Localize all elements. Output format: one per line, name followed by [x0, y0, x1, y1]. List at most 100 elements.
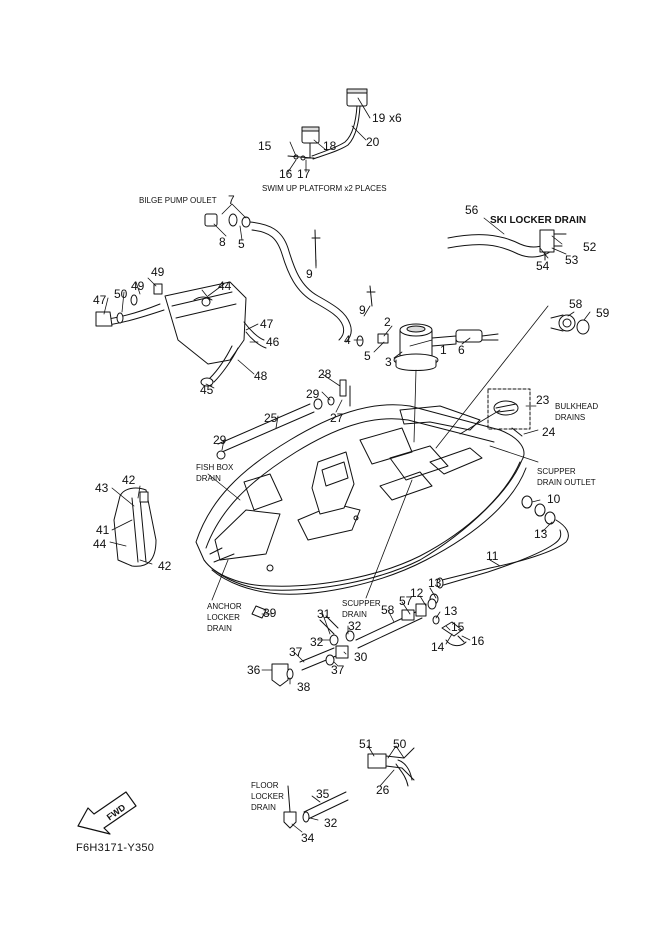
callout-50: 50: [393, 737, 407, 751]
callout-54: 54: [536, 259, 550, 273]
caption-scupper-outlet-1: SCUPPER: [537, 467, 576, 476]
callout-39: 41: [96, 523, 110, 537]
drain-cup-21: [346, 91, 368, 107]
anchor-locker-drain-assembly: [251, 605, 355, 687]
callout-20: 18: [323, 139, 337, 153]
callout-22: 20: [366, 135, 380, 149]
callout-5b: 5: [364, 349, 371, 363]
bilge-pump: [377, 323, 499, 371]
callout-6: 6: [458, 343, 465, 357]
fwd-arrow: [77, 791, 137, 835]
callout-36: 37: [289, 645, 303, 659]
callout-5a: 5: [238, 237, 245, 251]
caption-scupper-drain-1: SCUPPER: [342, 599, 381, 608]
callout-41: 42: [122, 473, 136, 487]
caption-scupper-drain-2: DRAIN: [342, 610, 367, 619]
callout-29b: 29: [213, 433, 227, 447]
caption-scupper-outlet-2: DRAIN OUTLET: [537, 478, 596, 487]
boat-hull: [195, 404, 527, 595]
callout-44: 46: [266, 335, 280, 349]
callout-29a: 29: [306, 387, 320, 401]
callout-37b: 38: [297, 680, 311, 694]
callout-19: 17: [297, 167, 311, 181]
callout-3: 3: [385, 355, 392, 369]
callout-42b: 44: [93, 537, 107, 551]
callout-8: 8: [219, 235, 226, 249]
caption-bilge-pump-outlet: BILGE PUMP OULET: [139, 196, 217, 205]
callout-28: 28: [318, 367, 332, 381]
callout-35: 36: [247, 663, 261, 677]
callout-30: 30: [354, 650, 368, 664]
callout-14: 14: [431, 640, 445, 654]
callout-13a: 13: [534, 527, 548, 541]
callout-47b: 48: [254, 369, 268, 383]
callout-26: 26: [376, 783, 390, 797]
callout-10: 10: [547, 492, 561, 506]
captions: SWIM UP PLATFORM x2 PLACES BILGE PUMP OU…: [76, 184, 598, 854]
outlet-fitting-8: [204, 213, 218, 227]
callout-9b: 9: [359, 303, 366, 317]
callout-32a: 32: [348, 619, 362, 633]
callout-49a: 49: [151, 265, 165, 279]
floor-locker-drain-assembly: [283, 785, 349, 829]
callout-16: 16: [471, 634, 485, 648]
callout-11: 11: [486, 549, 499, 563]
callout-34: 35: [316, 787, 330, 801]
callout-45: 45: [200, 383, 214, 397]
callout-59: 59: [596, 306, 610, 320]
callout-57: 58: [381, 603, 395, 617]
callout-52: 52: [583, 240, 597, 254]
callout-33: 34: [301, 831, 315, 845]
caption-fish-box-1: FISH BOX: [196, 463, 234, 472]
callout-12: 12: [410, 586, 424, 600]
caption-floor-1: FLOOR: [251, 781, 279, 790]
callout-numbers: 19 x6 20 15 18 16 17 7 8 5 9 9 2 4 5 1 3…: [93, 111, 610, 845]
callout-13b: 13: [428, 576, 442, 590]
caption-fish-box-2: DRAIN: [196, 474, 221, 483]
swim-platform-drain-assembly: [287, 88, 368, 161]
callout-24: 24: [542, 425, 556, 439]
callout-2: 2: [384, 315, 391, 329]
caption-swim-platform: SWIM UP PLATFORM x2 PLACES: [262, 184, 387, 193]
scupper-drain-outlet-assembly: [429, 495, 569, 605]
callout-17: 15: [258, 139, 272, 153]
callout-46: 47: [93, 293, 107, 307]
callout-38: 39: [263, 606, 277, 620]
caption-bulkhead-drains-1: BULKHEAD: [555, 402, 598, 411]
callout-23: 23: [536, 393, 550, 407]
callout-55: 56: [465, 203, 479, 217]
callout-43: 44: [218, 279, 232, 293]
callout-27: 27: [330, 411, 344, 425]
callout-48: 49: [131, 279, 145, 293]
caption-anchor-2: LOCKER: [207, 613, 240, 622]
callout-42a: 43: [95, 481, 109, 495]
callout-7: 7: [228, 193, 235, 207]
fish-box-drain-hose: [216, 379, 351, 460]
caption-ski-locker-drain: SKI LOCKER DRAIN: [490, 215, 586, 226]
ski-locker-drain-assembly: [447, 229, 567, 261]
figure-code: F6H3171-Y350: [76, 842, 154, 854]
callout-37a: 37: [331, 663, 345, 677]
drain-cup-20: [301, 129, 320, 144]
caption-anchor-1: ANCHOR: [207, 602, 242, 611]
hose-connector-26: [367, 747, 415, 787]
callout-15: 15: [451, 620, 465, 634]
callout-21: 19: [372, 111, 386, 125]
callout-9a: 9: [306, 267, 313, 281]
caption-anchor-3: DRAIN: [207, 624, 232, 633]
bilge-tank-assembly: [95, 281, 267, 387]
callout-18: 16: [279, 167, 293, 181]
caption-bulkhead-drains-2: DRAINS: [555, 413, 585, 422]
callout-31: 31: [317, 607, 331, 621]
callout-53: 53: [565, 253, 579, 267]
bulkhead-drain-inset: [487, 388, 531, 437]
callout-51: 51: [359, 737, 373, 751]
callout-1: 1: [440, 343, 447, 357]
callout-25: 25: [264, 411, 278, 425]
callout-47a: 47: [260, 317, 274, 331]
leader-lines: [103, 97, 591, 833]
caption-floor-2: LOCKER: [251, 792, 284, 801]
callout-21-qty: x6: [389, 111, 402, 125]
callout-40: 42: [158, 559, 172, 573]
